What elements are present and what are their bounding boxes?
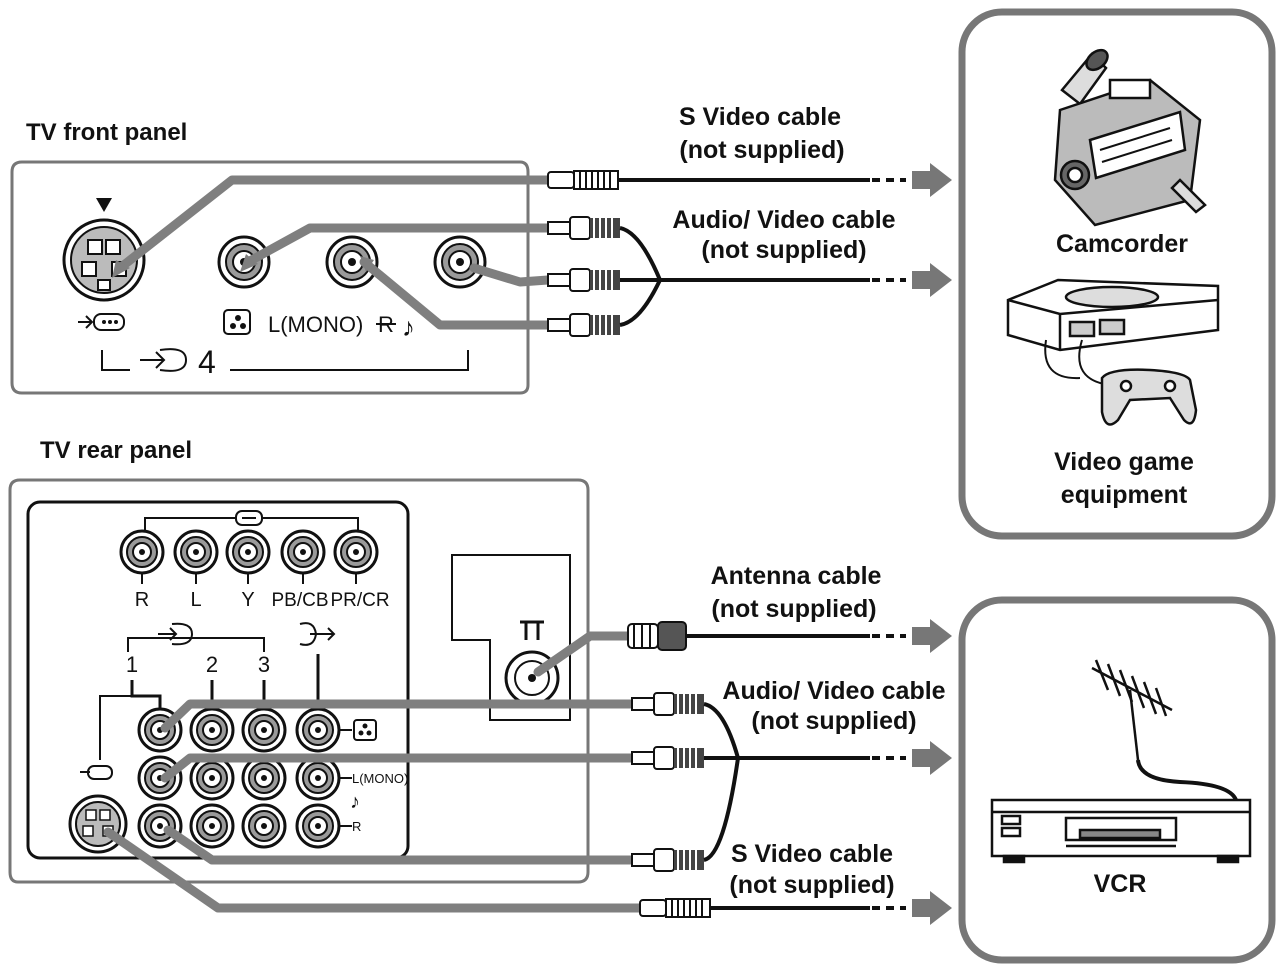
component-input-icon	[235, 510, 263, 526]
s-video-jack-icon	[62, 218, 146, 302]
rear-s-video-cable-note: (not supplied)	[729, 871, 894, 899]
component-y-jack	[225, 529, 271, 575]
rear-audio-mono-label: L(MONO)	[352, 771, 408, 786]
front-cable-paths	[115, 175, 553, 330]
music-note-icon: ♪	[402, 312, 415, 342]
s-video-input-icon	[80, 765, 113, 780]
rear-panel-title: TV rear panel	[40, 437, 192, 464]
front-s-video-cable-note: (not supplied)	[679, 136, 844, 164]
arrow-icon	[912, 163, 952, 197]
input-number-3: 3	[258, 652, 270, 677]
input-number-2: 2	[206, 652, 218, 677]
tv-front-panel	[10, 160, 530, 395]
input-icon	[158, 622, 194, 646]
arrow-icon	[912, 263, 952, 297]
component-label-r: R	[135, 589, 149, 611]
video-jack-icon	[353, 719, 377, 741]
rear-cable-paths	[103, 631, 645, 913]
camcorder-icon	[1053, 48, 1207, 227]
component-label-pb: PB/CB	[271, 590, 328, 611]
input-number-4: 4	[198, 344, 216, 380]
camcorder-label: Camcorder	[1056, 230, 1188, 258]
antenna-cable-note: (not supplied)	[711, 595, 876, 623]
antenna-icon	[1091, 659, 1238, 801]
triangle-marker-icon	[96, 198, 112, 212]
front-wires	[618, 178, 870, 327]
component-label-y: Y	[241, 589, 254, 611]
component-r-jack	[119, 529, 165, 575]
vcr-label: VCR	[1094, 870, 1147, 898]
component-label-pr: PR/CR	[330, 590, 389, 611]
antenna-plug	[627, 621, 687, 651]
arrow-icon	[912, 741, 952, 775]
component-pb-jack	[280, 529, 326, 575]
game-label-line2: equipment	[1061, 481, 1188, 509]
s-video-input-icon	[78, 313, 125, 331]
arrow-icon	[912, 891, 952, 925]
input-number-1: 1	[126, 652, 138, 677]
game-console-icon	[1006, 278, 1220, 426]
rear-audio-right-label: R	[352, 819, 361, 834]
antenna-cable-label: Antenna cable	[711, 562, 882, 590]
rear-wires	[686, 634, 870, 910]
vcr-device-box	[958, 596, 1276, 964]
front-panel-title: TV front panel	[26, 119, 187, 146]
front-av-cable-note: (not supplied)	[701, 236, 866, 264]
front-av-cable-label: Audio/ Video cable	[672, 206, 895, 234]
video-input-icon	[223, 309, 251, 335]
component-label-l: L	[190, 589, 201, 611]
rear-av-cable-label: Audio/ Video cable	[722, 677, 945, 705]
music-note-icon: ♪	[350, 791, 360, 813]
rear-s-video-cable-label: S Video cable	[731, 840, 893, 868]
vcr-icon	[990, 798, 1252, 864]
front-s-video-cable-label: S Video cable	[679, 103, 841, 131]
audio-mono-label: L(MONO)	[268, 312, 363, 337]
component-l-jack	[173, 529, 219, 575]
audio-right-jack	[433, 235, 487, 289]
output-icon	[299, 622, 336, 646]
game-label-line1: Video game	[1054, 448, 1194, 476]
component-pr-jack	[333, 529, 379, 575]
input-icon	[140, 348, 188, 372]
arrow-icon	[912, 619, 952, 653]
rear-av-cable-note: (not supplied)	[751, 707, 916, 735]
